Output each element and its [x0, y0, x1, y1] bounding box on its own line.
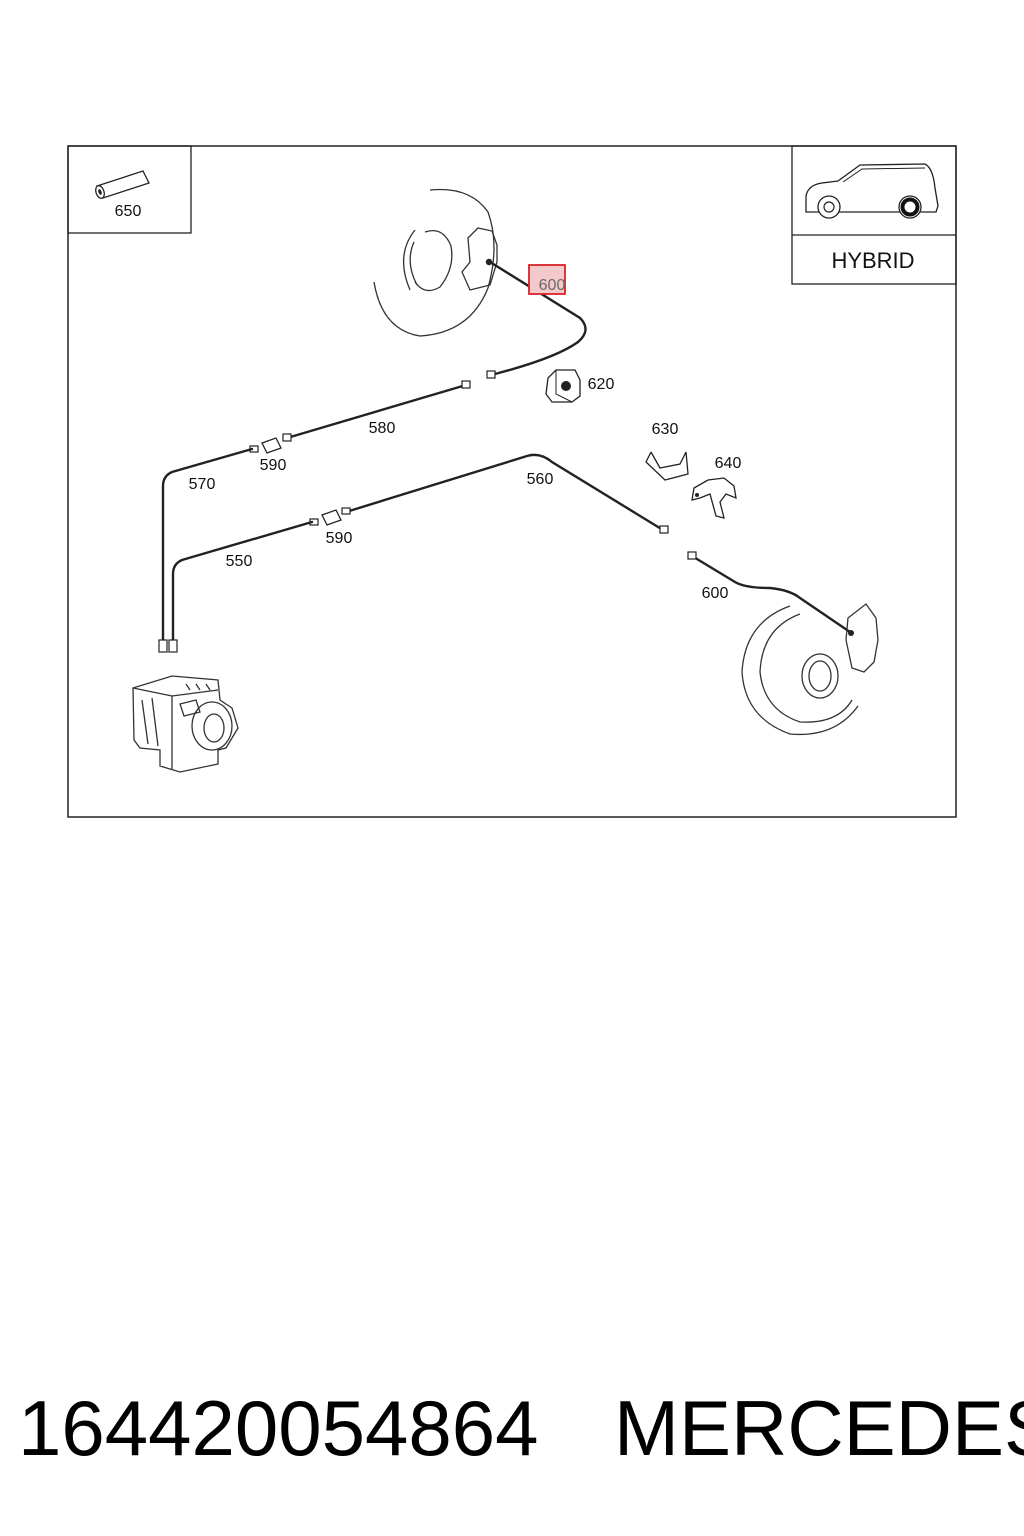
line-580-label: 580 — [369, 420, 396, 437]
clip-620: 620 — [545, 369, 615, 403]
accessory-inset: 650 — [67, 145, 192, 234]
abs-unit — [132, 639, 239, 773]
front-brake-disc — [373, 188, 498, 337]
connector-590-lower: 590 — [309, 507, 353, 547]
front-brake-hose — [488, 260, 587, 376]
line-560-label: 560 — [527, 471, 554, 488]
brake-line-diagram: 650 HYBRID 600 620 — [67, 145, 957, 818]
brake-line-550 — [171, 520, 314, 647]
vehicle-inset: HYBRID — [791, 145, 957, 285]
line-560-fitting — [659, 525, 669, 534]
line-570-label: 570 — [189, 476, 216, 493]
line-550-label: 550 — [226, 553, 253, 570]
accessory-label: 650 — [115, 203, 142, 220]
brake-line-580 — [285, 383, 468, 440]
bracket-640: 640 — [691, 455, 742, 519]
diagram-frame — [67, 145, 957, 818]
brake-line-570 — [161, 447, 254, 647]
bracket-630: 630 — [645, 421, 689, 481]
line-580-fittings — [282, 380, 471, 442]
bracket-640-label: 640 — [715, 455, 742, 472]
rear-hose-fitting — [687, 551, 697, 560]
brand-name: MERCEDES — [614, 1384, 1024, 1472]
rear-hose-label: 600 — [702, 585, 729, 602]
connector-590-upper: 590 — [249, 437, 287, 474]
front-hose-label: 600 — [539, 277, 566, 294]
car-icon — [805, 163, 939, 219]
part-number: 164420054864 — [18, 1384, 539, 1472]
tube-icon — [95, 170, 150, 199]
front-hose-callout-highlight: 600 — [528, 264, 566, 295]
connector-lower-label: 590 — [326, 530, 353, 547]
vehicle-label: HYBRID — [831, 248, 914, 273]
rear-brake-hose — [690, 554, 852, 634]
front-hose-fitting — [486, 370, 496, 379]
rear-brake-disc — [741, 603, 879, 736]
connector-upper-label: 590 — [260, 457, 287, 474]
clip-label: 620 — [588, 376, 615, 393]
bracket-630-label: 630 — [652, 421, 679, 438]
footer: 164420054864 MERCEDES — [18, 1378, 1024, 1478]
brake-line-560 — [344, 453, 665, 532]
